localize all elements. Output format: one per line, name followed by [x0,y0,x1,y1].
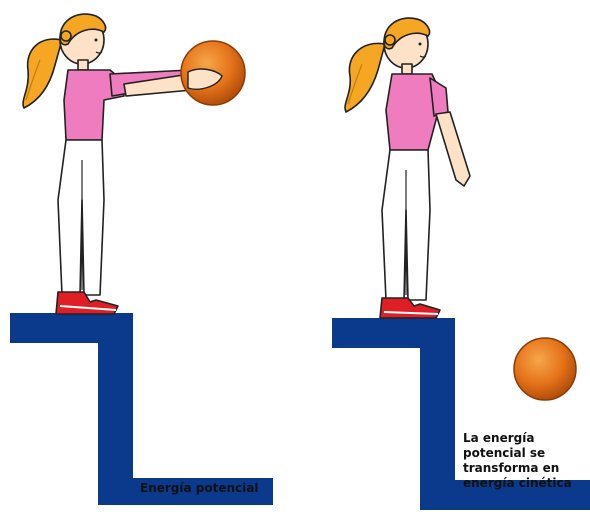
caption-line: potencial se [463,446,588,461]
ledge-left [10,313,273,505]
girl-figure-right [345,18,470,318]
ball-icon-falling [514,338,576,400]
caption-line: La energía [463,431,588,446]
caption-line: transforma en [463,461,588,476]
caption-line: energía cinética [463,476,588,491]
caption-energy-transform: La energía potencial se transforma en en… [463,431,588,491]
caption-potential-energy: Energía potencial [140,481,258,496]
